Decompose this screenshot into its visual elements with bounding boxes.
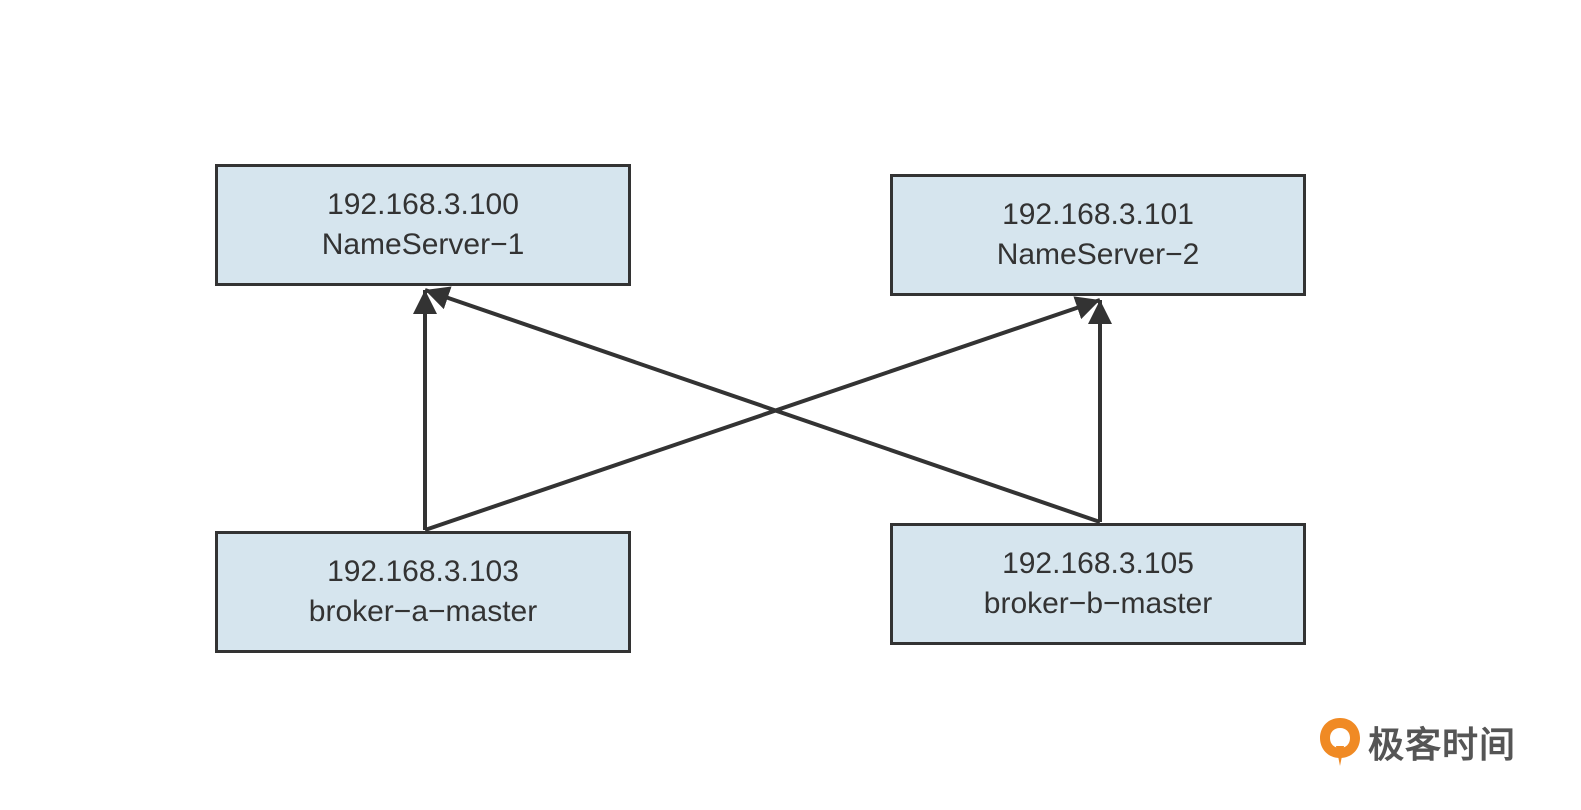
node-ip-label: 192.168.3.105 (1002, 547, 1194, 580)
edge-broker-b-to-ns1 (424, 286, 1101, 524)
broker-b-master-node: 192.168.3.105 broker−b−master (890, 523, 1306, 645)
node-ip-label: 192.168.3.101 (1002, 198, 1194, 231)
node-ip-label: 192.168.3.103 (327, 555, 519, 588)
node-name-label: NameServer−2 (996, 238, 1200, 271)
geektime-watermark: 极客时间 (1318, 714, 1516, 770)
node-name-label: NameServer−1 (321, 228, 525, 261)
broker-a-master-node: 192.168.3.103 broker−a−master (215, 531, 631, 653)
node-name-label: broker−b−master (983, 587, 1213, 620)
node-ip-label: 192.168.3.100 (327, 188, 519, 221)
node-name-label: broker−a−master (308, 595, 538, 628)
edge-broker-a-to-ns2 (424, 296, 1101, 532)
nameserver-1-node: 192.168.3.100 NameServer−1 (215, 164, 631, 286)
geektime-logo-icon (1320, 718, 1360, 766)
nameserver-2-node: 192.168.3.101 NameServer−2 (890, 174, 1306, 296)
geektime-wordmark: 极客时间 (1368, 725, 1517, 766)
